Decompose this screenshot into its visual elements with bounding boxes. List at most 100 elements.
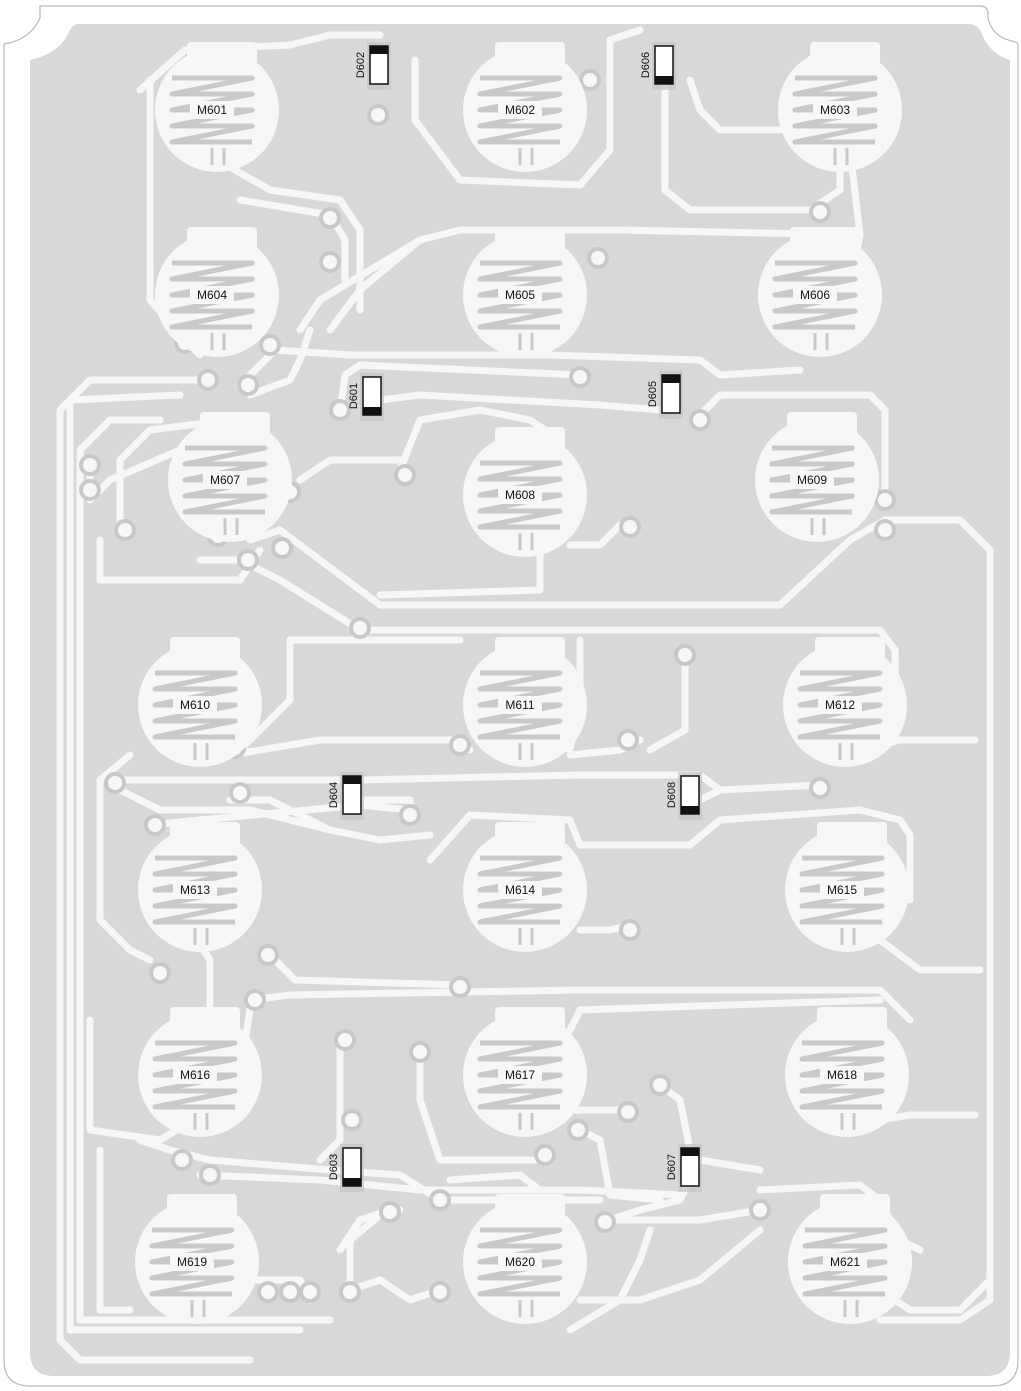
via-pad [299,1281,321,1303]
copper-trace [296,236,424,334]
mosfet-m610: M610 [138,637,262,767]
mosfet-m620: M620 [463,1194,587,1324]
diode-label: D605 [647,381,659,407]
mosfet-m605: M605 [463,227,587,357]
via-pad [259,334,281,356]
diode-d603: D603 [328,1144,364,1192]
via-pad [379,1201,401,1223]
mosfet-label-bg [498,1066,542,1084]
mosfet-tab [495,637,565,677]
diode-label: D606 [640,52,652,78]
via-pad [569,366,591,388]
mosfet-m608: M608 [463,427,587,557]
copper-trace [246,986,914,1024]
diode-label: D601 [348,383,360,409]
mosfet-label: M605 [505,288,535,302]
mosfet-label-bg [498,881,542,899]
mosfet-tab [170,822,240,862]
mosfet-label: M616 [180,1068,210,1082]
via-pad [271,537,293,559]
via-pad [229,782,251,804]
mosfet-label-bg [820,1066,864,1084]
mosfet-m604: M604 [155,227,279,357]
mosfet-tab [810,42,880,82]
via-pad [809,201,831,223]
diode-d602: D602 [355,42,391,90]
mosfet-label: M618 [827,1068,857,1082]
mosfet-tab [790,227,860,267]
copper-trace [646,651,689,754]
copper-trace [96,751,154,964]
mosfet-tab [815,637,885,677]
via-pad [619,919,641,941]
via-pad [567,1119,589,1141]
mosfet-label: M611 [505,698,534,712]
copper-trace [446,1171,544,1194]
diode-cathode-band [681,1148,699,1156]
via-pad [874,519,896,541]
mosfet-label: M613 [180,883,210,897]
diode-d607: D607 [666,1144,702,1192]
copper-trace [576,1126,664,1204]
mosfet-m606: M606 [758,227,882,357]
via-pad [367,104,389,126]
copper-trace [76,416,334,1324]
mosfet-m616: M616 [138,1007,262,1137]
copper-trace [66,391,304,1334]
mosfet-label: M621 [830,1255,860,1269]
mosfet-label-bg [813,101,857,119]
mosfet-label: M604 [197,288,227,302]
diode-d601: D601 [348,373,384,421]
mosfet-tab [817,822,887,862]
mosfet-label: M602 [505,103,535,117]
via-pad [149,962,171,984]
copper-trace [411,26,644,189]
via-pad [79,454,101,476]
copper-trace [106,771,724,794]
copper-trace [116,786,434,844]
copper-trace [266,951,464,989]
copper-trace [246,326,314,399]
diode-cathode-band [363,407,381,415]
diode-cathode-band [370,46,388,54]
copper-trace [696,1156,764,1174]
via-pad [319,207,341,229]
via-pad [429,1281,451,1303]
diode-label: D603 [328,1154,340,1180]
via-pad [349,617,371,639]
via-pad [197,369,219,391]
diode-cathode-band [343,776,361,784]
copper-trace [396,406,564,474]
mosfet-label-bg [173,696,217,714]
via-pad [199,1164,221,1186]
via-pad [399,804,421,826]
via-pad [144,814,166,836]
mosfet-tab [495,42,565,82]
mosfet-label: M609 [797,473,827,487]
mosfet-tab [820,1194,890,1234]
via-pad [79,479,101,501]
copper-trace [696,391,889,504]
copper-trace [576,1226,764,1304]
mosfet-m613: M613 [138,822,262,952]
via-pad [534,1144,556,1166]
copper-trace [316,1036,344,1164]
mosfet-tab [187,42,257,82]
mosfet-label-bg [790,471,834,489]
diode-cathode-band [655,76,673,84]
copper-trace [336,361,584,414]
via-pad [394,464,416,486]
mosfet-label-bg [170,1253,214,1271]
via-pad [649,1074,671,1096]
mosfet-label: M619 [177,1255,207,1269]
copper-trace [596,1206,764,1224]
copper-trace [96,1146,134,1314]
mosfet-m602: M602 [463,42,587,172]
via-pad [244,989,266,1011]
via-pad [319,251,341,273]
diode-label: D607 [666,1154,678,1180]
mosfet-m607: M607 [168,412,292,542]
via-pad [257,944,279,966]
mosfet-label: M607 [210,473,240,487]
